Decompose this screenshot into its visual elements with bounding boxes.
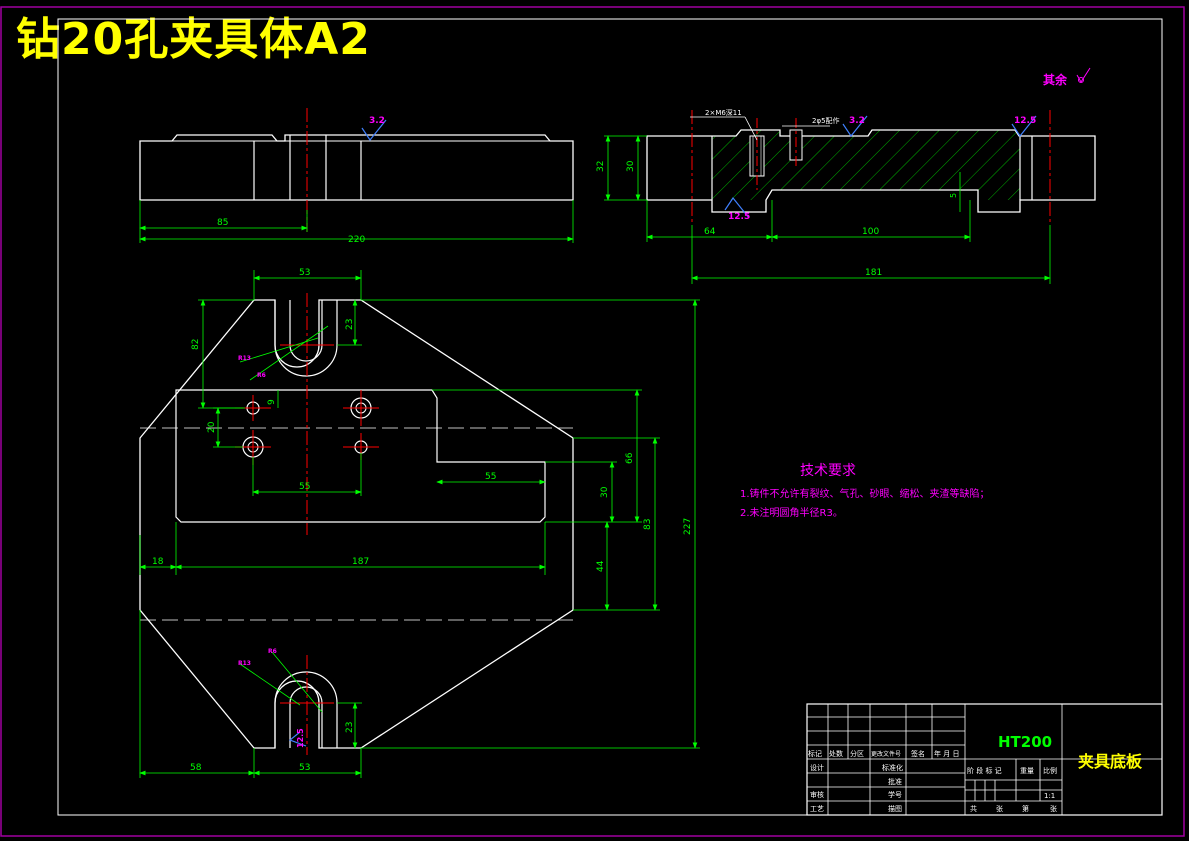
svg-text:分区: 分区 (850, 749, 864, 758)
inner-frame (57, 18, 1163, 816)
svg-text:44: 44 (596, 560, 606, 572)
tech-item-1: 1.铸件不允许有裂纹、气孔、砂眼、缩松、夹渣等缺陷； (740, 487, 990, 500)
svg-text:100: 100 (862, 227, 879, 237)
svg-text:学号: 学号 (888, 790, 902, 799)
section-view: 2×M6深11 2φ5配作 3.2 12.5 12.5 32 30 64 100 (596, 108, 1096, 284)
title-block (806, 703, 1163, 816)
svg-text:20: 20 (207, 421, 217, 433)
svg-text:85: 85 (217, 218, 228, 228)
section-outline (646, 129, 1096, 213)
svg-text:53: 53 (299, 763, 310, 773)
roughness-mark (361, 119, 387, 142)
front-view-outline (139, 134, 574, 201)
svg-text:12.5: 12.5 (296, 728, 305, 748)
svg-text:标记: 标记 (808, 749, 822, 758)
svg-text:处数: 处数 (829, 749, 843, 758)
svg-text:阶 段 标 记: 阶 段 标 记 (967, 766, 1002, 775)
svg-text:220: 220 (348, 235, 365, 245)
svg-text:R13: R13 (238, 355, 251, 362)
svg-text:标准化: 标准化 (882, 763, 903, 772)
tech-requirements: 技术要求 1.铸件不允许有裂纹、气孔、砂眼、缩松、夹渣等缺陷； 2.未注明圆角半… (740, 463, 990, 519)
svg-text:签名: 签名 (911, 749, 925, 758)
svg-text:5: 5 (949, 193, 958, 198)
svg-text:张: 张 (1050, 804, 1057, 813)
svg-text:张: 张 (996, 804, 1003, 813)
plate-outline (139, 299, 574, 749)
outer-frame (0, 6, 1185, 837)
svg-text:更改文件号: 更改文件号 (871, 750, 901, 758)
svg-text:R6: R6 (257, 372, 266, 379)
svg-text:66: 66 (625, 452, 635, 464)
bottom-slot-inner (289, 686, 323, 748)
roughness-other-label: 其余 (1043, 72, 1068, 87)
svg-text:64: 64 (704, 227, 716, 237)
svg-text:53: 53 (299, 268, 310, 278)
top-slot-outer (274, 300, 338, 377)
svg-text:55: 55 (485, 472, 496, 482)
roughness-other-note: 其余 (1043, 67, 1091, 87)
svg-text:3.2: 3.2 (849, 116, 865, 126)
svg-text:32: 32 (596, 161, 606, 172)
svg-text:18: 18 (152, 557, 164, 567)
section-hatch (712, 130, 1020, 200)
svg-text:82: 82 (191, 339, 201, 350)
front-view: 3.2 85 220 (139, 108, 574, 245)
inner-recess (175, 389, 546, 523)
drawing-title: 钻20孔夹具体A2 (16, 14, 371, 65)
svg-text:描图: 描图 (888, 804, 902, 813)
svg-text:9: 9 (267, 399, 277, 405)
top-slot-inner (289, 300, 323, 362)
svg-text:30: 30 (600, 486, 610, 498)
svg-text:第: 第 (1022, 804, 1029, 813)
svg-text:12.5: 12.5 (728, 212, 750, 222)
scale: 1:1 (1044, 792, 1055, 800)
svg-text:工艺: 工艺 (810, 805, 824, 813)
svg-text:12.5: 12.5 (1014, 116, 1036, 126)
svg-text:23: 23 (345, 319, 355, 330)
tech-item-2: 2.未注明圆角半径R3。 (740, 506, 843, 519)
svg-text:共: 共 (970, 804, 977, 813)
plan-view: R13 R6 R6 R13 12.5 53 23 (139, 268, 700, 778)
svg-text:R13: R13 (238, 660, 251, 667)
svg-text:3.2: 3.2 (369, 116, 385, 126)
svg-text:83: 83 (643, 519, 653, 530)
tech-heading: 技术要求 (800, 463, 856, 479)
svg-text:重量: 重量 (1020, 767, 1034, 775)
svg-text:58: 58 (190, 763, 202, 773)
part-name: 夹具底板 (1078, 752, 1143, 771)
svg-text:23: 23 (345, 722, 355, 733)
svg-text:227: 227 (683, 518, 693, 535)
svg-text:187: 187 (352, 557, 369, 567)
svg-text:年 月 日: 年 月 日 (934, 749, 959, 758)
svg-text:R6: R6 (268, 648, 277, 655)
svg-text:比例: 比例 (1043, 766, 1057, 775)
note-pin: 2φ5配作 (812, 116, 840, 125)
note-thread: 2×M6深11 (705, 108, 742, 117)
svg-text:55: 55 (299, 482, 310, 492)
svg-text:批准: 批准 (888, 777, 902, 786)
title-block-text: HT200 夹具底板 标记 处数 分区 更改文件号 签名 年 月 日 设计 审核… (808, 733, 1143, 813)
svg-text:30: 30 (626, 160, 636, 172)
bottom-slot-outer (274, 671, 338, 748)
svg-text:设计: 设计 (810, 763, 824, 772)
material: HT200 (998, 733, 1052, 751)
svg-text:审核: 审核 (810, 790, 824, 799)
svg-text:181: 181 (865, 268, 882, 278)
plan-dimensions: 53 23 82 9 20 (139, 268, 700, 778)
